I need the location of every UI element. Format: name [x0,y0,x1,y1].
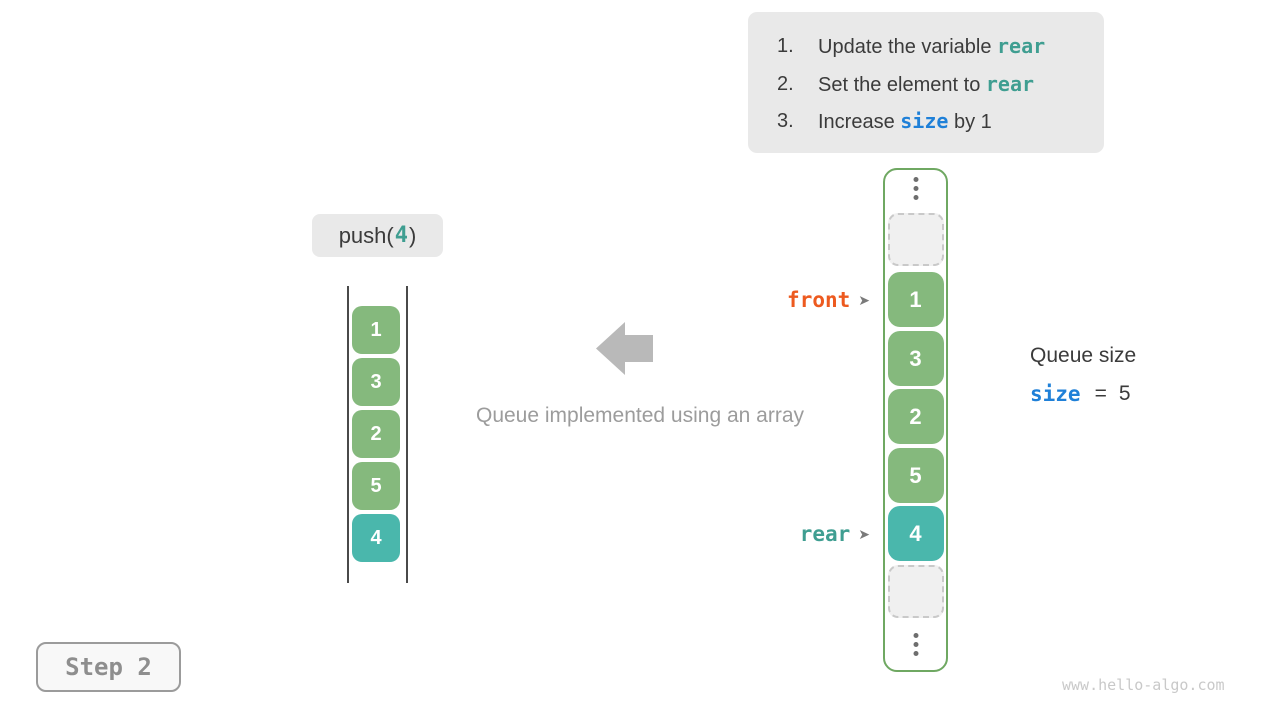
instruction-text: Set the element to rear [818,71,1035,96]
ellipsis-icon [913,177,918,200]
queue-cell: 5 [352,462,400,510]
instruction-item: 3. Increase size by 1 [777,103,1104,141]
front-pointer: front ➤ [764,287,870,313]
push-operation-label: push(4) [312,214,443,257]
queue-cell: 3 [352,358,400,406]
array-cell: 2 [887,389,944,444]
size-variable: size [1030,382,1081,406]
stack-left-wall [347,286,349,583]
push-prefix: push( [338,222,394,248]
queue-size-block: Queue size size = 5 [1030,344,1136,406]
equals-sign: = [1094,382,1107,405]
instruction-text: Update the variable rear [818,34,1046,58]
array-cell: 1 [887,272,944,327]
array-cell: 3 [887,331,944,386]
rear-pointer: rear ➤ [764,521,870,547]
diagram-caption: Queue implemented using an array [475,404,805,427]
queue-size-value-line: size = 5 [1030,382,1136,406]
left-block-arrow-icon [596,322,653,375]
push-argument: 4 [394,223,408,248]
instructions-panel: 1. Update the variable rear 2. Set the e… [748,12,1104,153]
instruction-number: 2. [777,72,794,95]
array-representation: 1 3 2 5 4 [883,168,948,672]
watermark: www.hello-algo.com [1062,676,1225,694]
pointer-arrow-icon: ➤ [858,292,870,308]
array-cell: 4 [887,506,944,561]
instruction-text: Increase size by 1 [818,109,992,133]
queue-cell: 2 [352,410,400,458]
instruction-item: 2. Set the element to rear [777,66,1104,104]
pointer-arrow-icon: ➤ [858,526,870,542]
instruction-item: 1. Update the variable rear [777,28,1104,66]
push-suffix: ) [408,222,417,248]
instruction-number: 3. [777,110,794,132]
stack-right-wall [406,286,408,583]
code-token: rear [985,71,1035,96]
front-pointer-label: front [787,288,851,312]
queue-cell: 4 [352,514,400,562]
code-token: rear [997,34,1046,58]
code-token: size [900,109,949,133]
array-cell: 5 [887,448,944,503]
rear-pointer-label: rear [799,522,851,546]
size-value: 5 [1118,382,1131,405]
empty-array-slot [887,565,944,618]
queue-size-title: Queue size [1030,344,1137,367]
abstract-queue-stack: 1 3 2 5 4 [352,306,400,562]
instruction-number: 1. [777,35,794,57]
step-badge: Step 2 [36,642,181,692]
queue-cell: 1 [352,306,400,354]
empty-array-slot [887,213,944,266]
ellipsis-icon [913,633,918,656]
